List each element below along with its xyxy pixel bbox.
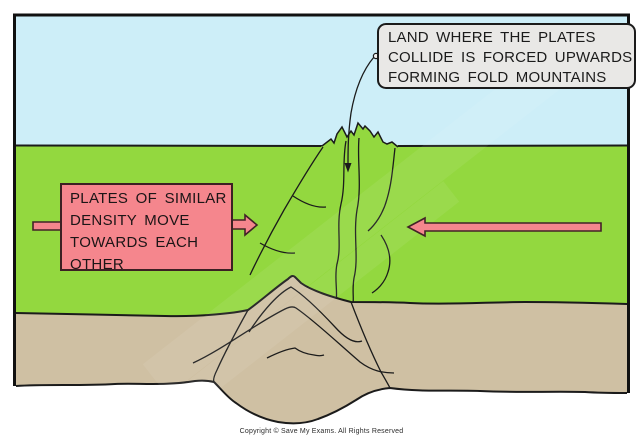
label-line: PLATES OF SIMILAR: [70, 190, 227, 207]
plates-density-label: PLATES OF SIMILAR DENSITY MOVE TOWARDS E…: [60, 183, 233, 273]
mountain-fold-line: [335, 140, 347, 303]
mountain-fold-line: [371, 234, 391, 294]
callout-leader-arrowhead: [344, 163, 352, 173]
fold-chevron: [266, 347, 325, 359]
label-line: TOWARDS EACH: [70, 234, 199, 251]
label-line: OTHER: [70, 256, 124, 273]
fold-chevron: [192, 306, 395, 374]
fold-chevron: [248, 286, 363, 343]
mountain-fold-line: [367, 147, 396, 232]
label-line: LAND WHERE THE PLATES: [388, 29, 596, 46]
ground-region: [16, 275, 627, 424]
label-line: COLLIDE IS FORCED UPWARDS: [388, 49, 633, 66]
label-line: DENSITY MOVE: [70, 212, 190, 229]
label-line: FORMING FOLD MOUNTAINS: [388, 69, 607, 86]
callout-box: LAND WHERE THE PLATES COLLIDE IS FORCED …: [377, 23, 636, 89]
watermark-stripe: [80, 181, 460, 444]
horizon-line: [397, 144, 629, 147]
right-plate-arrow: [406, 216, 602, 238]
mountain-fold-line: [249, 146, 324, 276]
mountain-fold-line: [259, 242, 296, 254]
horizon-line: [14, 144, 323, 147]
mountain-fold-line: [352, 137, 360, 305]
fold-mountain-peaks-outline: [321, 121, 399, 148]
copyright-text: Copyright © Save My Exams. All Rights Re…: [239, 428, 404, 435]
mountain-fold-line: [292, 195, 327, 208]
mound-slope-left: [212, 309, 249, 383]
fold-mountain-peaks: [318, 123, 402, 150]
watermark-stripe: [142, 44, 578, 396]
callout-leader-line: [347, 56, 375, 165]
plates-box-arrow: [231, 213, 259, 237]
ground-surface-line: [15, 274, 628, 318]
ground-bottom-edge: [15, 379, 628, 425]
left-plate-arrow: [32, 221, 62, 231]
